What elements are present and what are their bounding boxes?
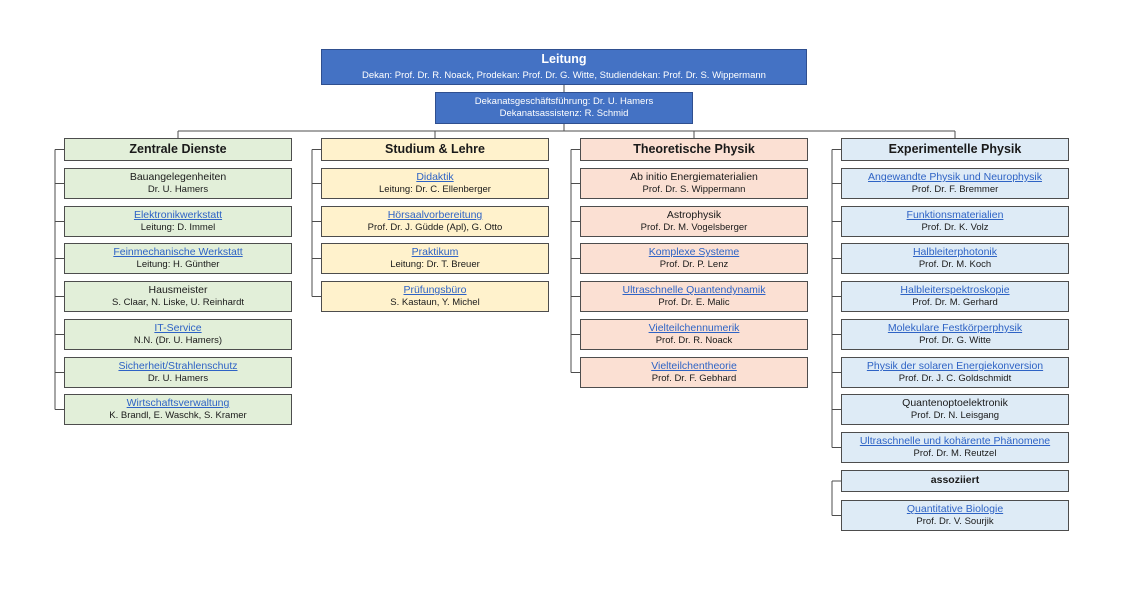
assoziiert-unit-link[interactable]: Quantitative Biologie	[906, 503, 1004, 515]
theoretische-physik-unit-link[interactable]: Vielteilchennumerik	[648, 322, 740, 334]
zentrale-dienste-unit-head: K. Brandl, E. Waschk, S. Kramer	[109, 410, 247, 422]
assoziiert-unit-head: Prof. Dr. V. Sourjik	[916, 516, 994, 528]
zentrale-dienste-unit-link[interactable]: Sicherheit/Strahlenschutz	[118, 360, 238, 372]
zentrale-dienste-column-header: Zentrale Dienste	[64, 138, 292, 161]
theoretische-physik-unit-head: Prof. Dr. E. Malic	[658, 297, 730, 309]
experimentelle-physik-unit-head: Prof. Dr. G. Witte	[919, 335, 991, 347]
assoziiert-header: assoziiert	[841, 470, 1069, 492]
experimentelle-physik-unit-link[interactable]: Halbleiterphotonik	[912, 246, 998, 258]
zentrale-dienste-unit-title: Hausmeister	[148, 284, 208, 296]
studium-lehre-unit-link[interactable]: Hörsaalvorbereitung	[387, 209, 483, 221]
studium-lehre-unit-head: Prof. Dr. J. Güdde (Apl), G. Otto	[367, 222, 503, 234]
zentrale-dienste-unit-link[interactable]: Feinmechanische Werkstatt	[113, 246, 243, 258]
leitung-box: Leitung Dekan: Prof. Dr. R. Noack, Prode…	[321, 49, 807, 85]
zentrale-dienste-unit-link[interactable]: Wirtschaftsverwaltung	[126, 397, 230, 409]
experimentelle-physik-column-header: Experimentelle Physik	[841, 138, 1069, 161]
leitung-title: Leitung	[541, 52, 587, 67]
zentrale-dienste-unit-head: S. Claar, N. Liske, U. Reinhardt	[112, 297, 244, 309]
dekanat-assistenz: Dekanatsassistenz: R. Schmid	[499, 108, 629, 119]
theoretische-physik-unit-head: Prof. Dr. P. Lenz	[659, 259, 729, 271]
experimentelle-physik-unit-head: Prof. Dr. N. Leisgang	[910, 410, 1000, 422]
studium-lehre-unit-head: Leitung: Dr. T. Breuer	[390, 259, 480, 271]
theoretische-physik-unit-link[interactable]: Ultraschnelle Quantendynamik	[622, 284, 766, 296]
experimentelle-physik-unit-head: Prof. Dr. M. Koch	[918, 259, 992, 271]
experimentelle-physik-unit-link[interactable]: Ultraschnelle und kohärente Phänomene	[859, 435, 1051, 447]
zentrale-dienste-unit-link[interactable]: Elektronikwerkstatt	[133, 209, 223, 221]
leitung-members: Dekan: Prof. Dr. R. Noack, Prodekan: Pro…	[362, 69, 766, 81]
experimentelle-physik-unit-head: Prof. Dr. M. Reutzel	[913, 448, 997, 460]
zentrale-dienste-unit-head: Dr. U. Hamers	[147, 373, 209, 385]
zentrale-dienste-unit-title: Bauangelegenheiten	[129, 171, 227, 183]
experimentelle-physik-unit-head: Prof. Dr. J. C. Goldschmidt	[898, 373, 1012, 385]
theoretische-physik-unit-head: Prof. Dr. R. Noack	[655, 335, 733, 347]
experimentelle-physik-unit-head: Prof. Dr. M. Gerhard	[912, 297, 998, 309]
theoretische-physik-column-header: Theoretische Physik	[580, 138, 808, 161]
studium-lehre-unit-link[interactable]: Praktikum	[411, 246, 459, 258]
zentrale-dienste-unit-head: Leitung: D. Immel	[140, 222, 216, 234]
theoretische-physik-unit-link[interactable]: Vielteilchentheorie	[651, 360, 737, 372]
zentrale-dienste-unit-link[interactable]: IT-Service	[154, 322, 202, 334]
studium-lehre-unit-link[interactable]: Prüfungsbüro	[403, 284, 467, 296]
experimentelle-physik-unit-link[interactable]: Physik der solaren Energiekonversion	[866, 360, 1044, 372]
experimentelle-physik-unit-link[interactable]: Halbleiterspektroskopie	[900, 284, 1010, 296]
experimentelle-physik-unit-link[interactable]: Funktionsmaterialien	[906, 209, 1004, 221]
theoretische-physik-unit-head: Prof. Dr. F. Gebhard	[651, 373, 737, 385]
studium-lehre-column-header: Studium & Lehre	[321, 138, 549, 161]
zentrale-dienste-unit-head: Leitung: H. Günther	[136, 259, 220, 271]
studium-lehre-unit-link[interactable]: Didaktik	[416, 171, 454, 183]
dekanat-box: Dekanatsgeschäftsführung: Dr. U. Hamers …	[435, 92, 693, 124]
theoretische-physik-unit-head: Prof. Dr. M. Vogelsberger	[640, 222, 748, 234]
theoretische-physik-unit-title: Ab initio Energiematerialien	[630, 171, 758, 183]
experimentelle-physik-unit-head: Prof. Dr. K. Volz	[921, 222, 989, 234]
experimentelle-physik-unit-title: Quantenoptoelektronik	[902, 397, 1008, 409]
dekanat-geschaeftsfuehrung: Dekanatsgeschäftsführung: Dr. U. Hamers	[474, 96, 654, 108]
theoretische-physik-unit-title: Astrophysik	[666, 209, 722, 221]
zentrale-dienste-unit-head: Dr. U. Hamers	[147, 184, 209, 196]
experimentelle-physik-unit-link[interactable]: Angewandte Physik und Neurophysik	[868, 171, 1042, 183]
studium-lehre-unit-head: S. Kastaun, Y. Michel	[390, 297, 480, 309]
theoretische-physik-unit-head: Prof. Dr. S. Wippermann	[642, 184, 746, 196]
experimentelle-physik-unit-link[interactable]: Molekulare Festkörperphysik	[887, 322, 1023, 334]
studium-lehre-unit-head: Leitung: Dr. C. Ellenberger	[379, 184, 491, 196]
theoretische-physik-unit-link[interactable]: Komplexe Systeme	[648, 246, 740, 258]
zentrale-dienste-unit-head: N.N. (Dr. U. Hamers)	[133, 335, 223, 347]
experimentelle-physik-unit-head: Prof. Dr. F. Bremmer	[911, 184, 999, 196]
